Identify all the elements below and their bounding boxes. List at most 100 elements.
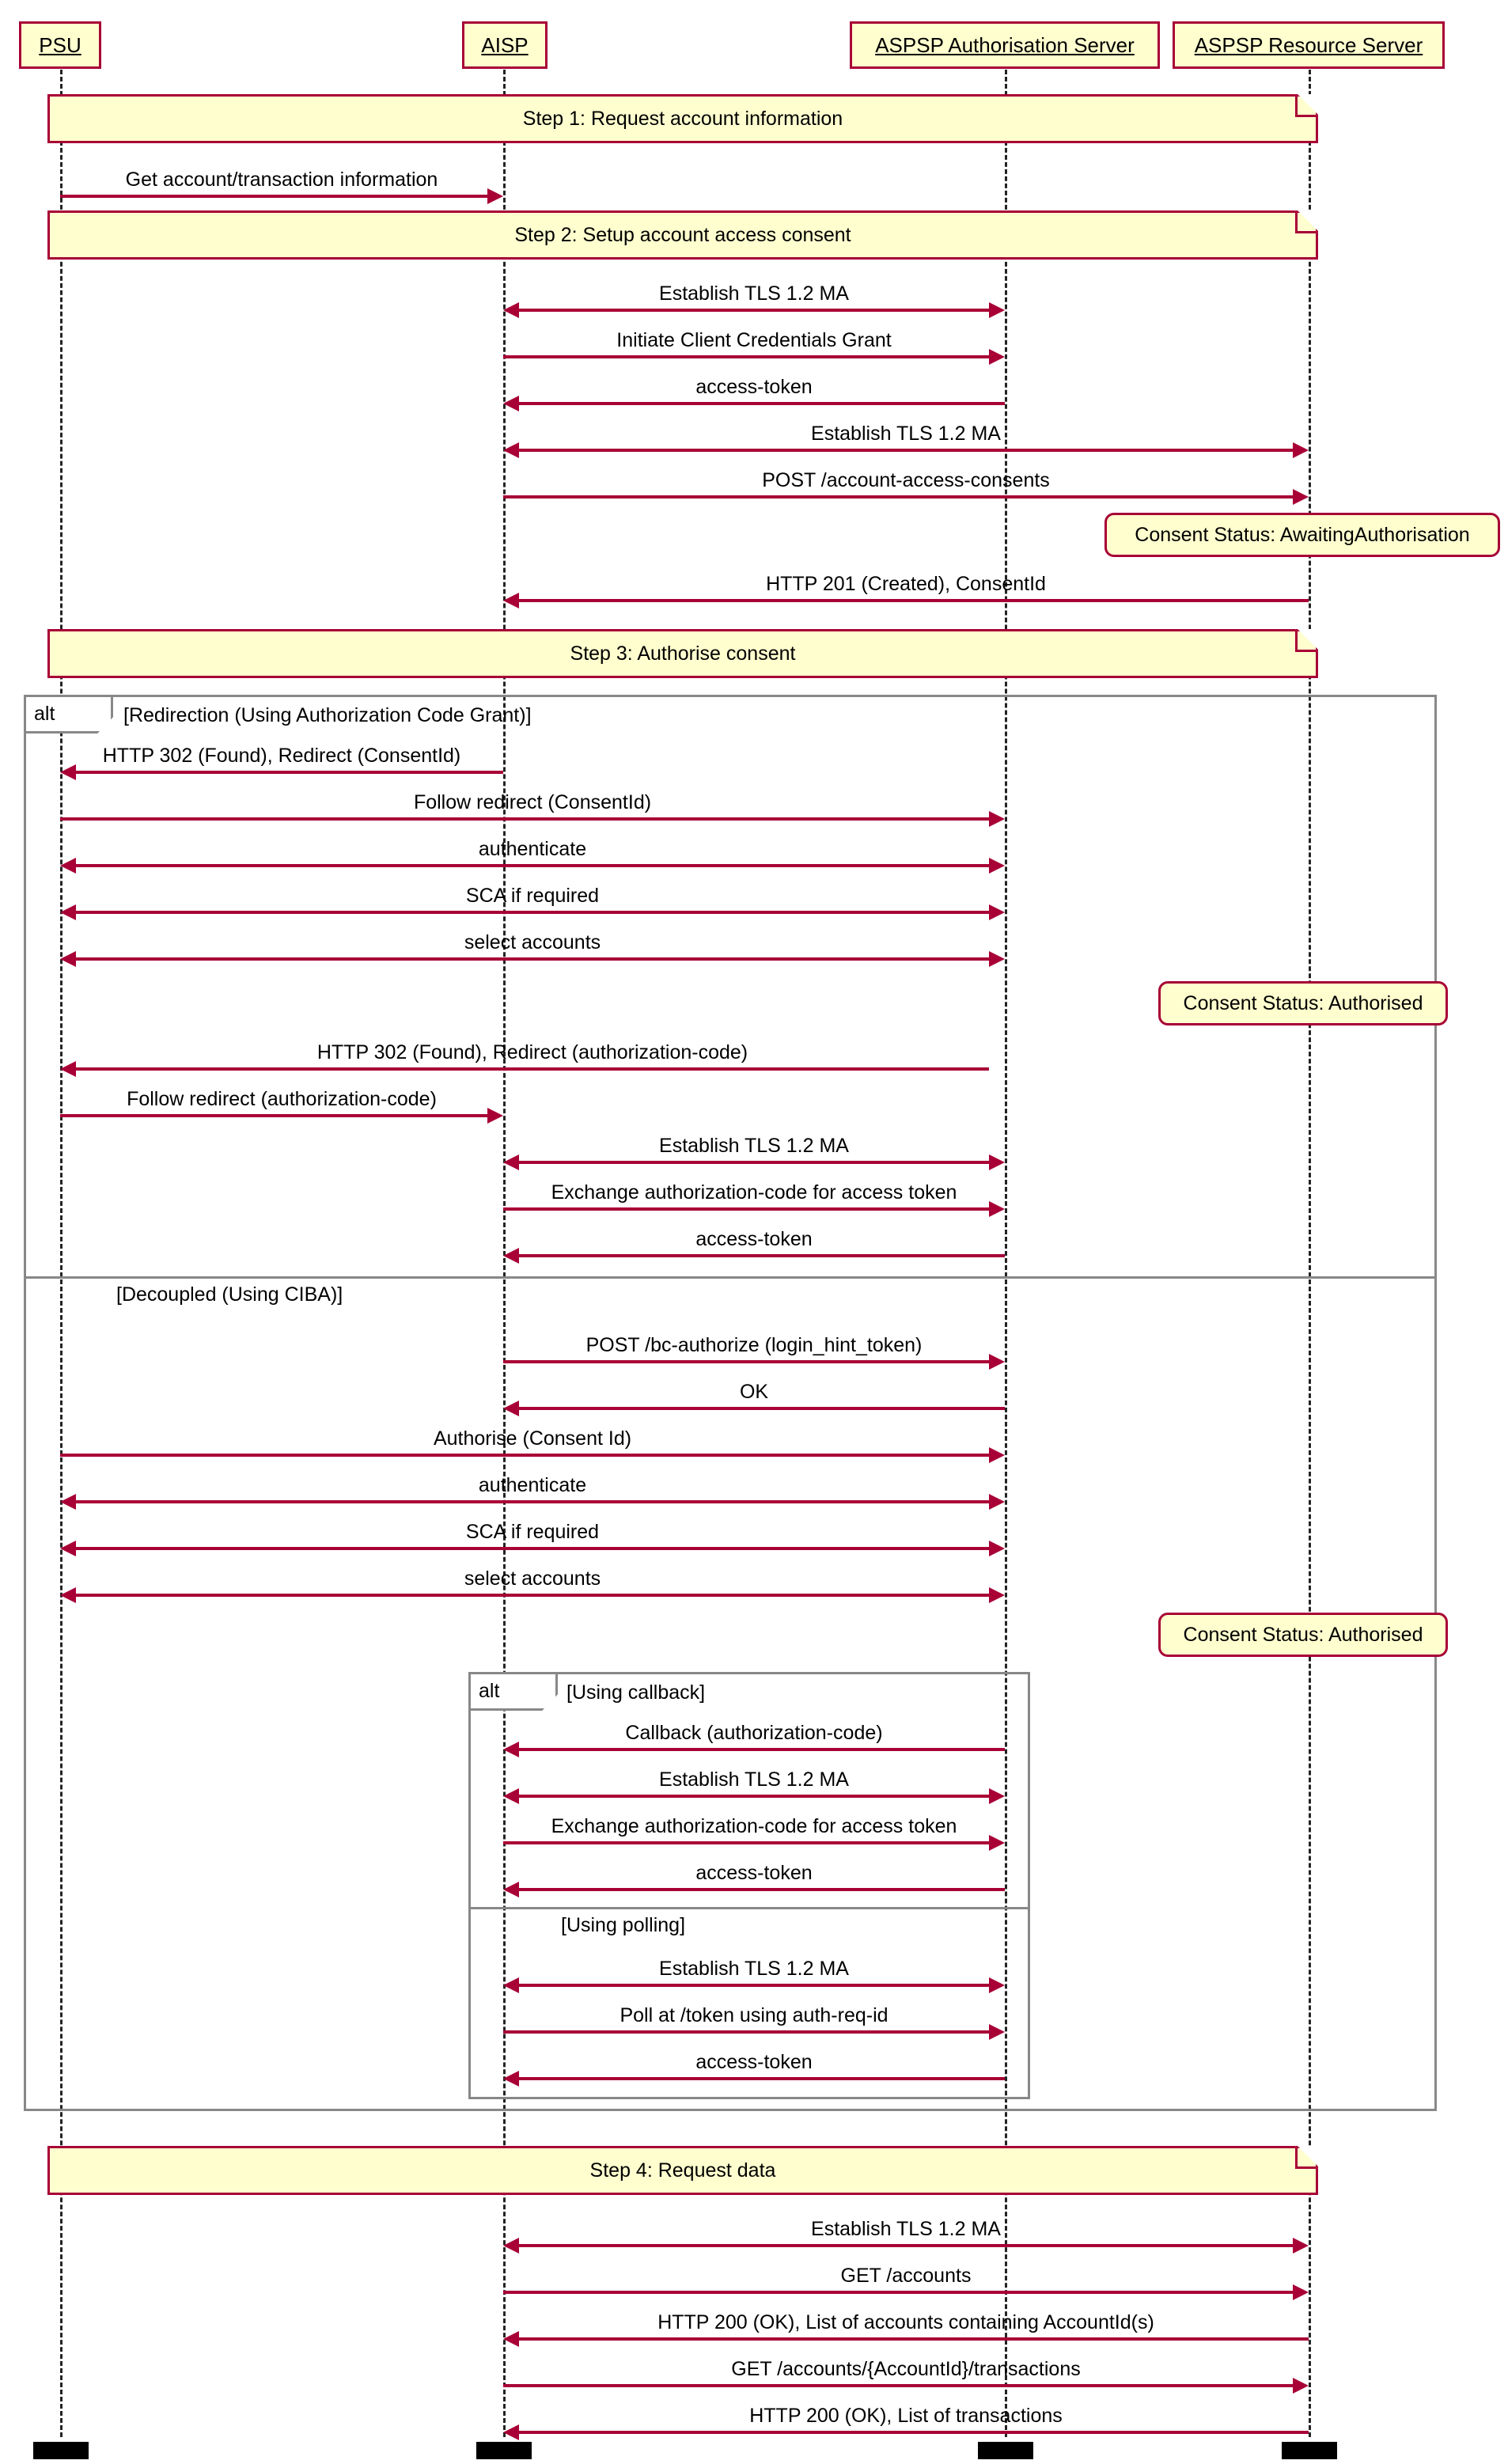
message-arrowhead-m24 [503, 1742, 519, 1757]
message-arrowhead-m14 [487, 1108, 503, 1124]
fragment-alt-outer-divider [24, 1276, 1437, 1279]
message-label-m27: access-token [695, 1862, 813, 1884]
message-arrowhead-m16 [989, 1201, 1005, 1217]
fragment-operator-label: alt [479, 1680, 500, 1702]
message-line-m14 [60, 1114, 487, 1117]
fragment-alt-outer-operator: alt [26, 697, 113, 734]
message-arrowhead-m04 [503, 396, 519, 411]
message-arrowhead-m32 [1293, 2284, 1309, 2300]
message-label-m19: OK [739, 1381, 769, 1403]
message-label-m15: Establish TLS 1.2 MA [659, 1135, 849, 1157]
message-arrowhead-left-m23 [60, 1587, 76, 1603]
message-line-m21 [76, 1500, 989, 1503]
message-arrowhead-m35 [503, 2424, 519, 2440]
step-box-4: Step 4: Request data [47, 2146, 1318, 2195]
step-box-1: Step 1: Request account information [47, 94, 1318, 143]
participant-psu[interactable]: PSU [19, 21, 101, 69]
message-arrowhead-right-m15 [989, 1154, 1005, 1170]
message-label-m10: authenticate [478, 838, 587, 860]
message-arrowhead-left-m31 [503, 2238, 519, 2254]
message-label-m08: HTTP 302 (Found), Redirect (ConsentId) [102, 745, 461, 767]
message-arrowhead-left-m21 [60, 1494, 76, 1510]
message-label-m30: access-token [695, 2051, 813, 2073]
message-arrowhead-left-m05 [503, 442, 519, 458]
step-box-2: Step 2: Setup account access consent [47, 210, 1318, 260]
message-line-m09 [60, 817, 989, 821]
lifeline-terminator-auth [978, 2442, 1033, 2459]
message-line-m23 [76, 1594, 989, 1597]
message-arrowhead-right-m05 [1293, 442, 1309, 458]
lifeline-res [1309, 70, 1311, 2437]
message-line-m16 [503, 1207, 989, 1211]
message-line-m10 [76, 864, 989, 867]
message-label-m32: GET /accounts [840, 2265, 972, 2287]
participant-psu-label: PSU [39, 33, 81, 57]
participant-res-label: ASPSP Resource Server [1194, 33, 1423, 57]
message-line-m12 [76, 957, 989, 961]
message-arrowhead-m01 [487, 188, 503, 204]
message-line-m35 [519, 2431, 1309, 2434]
lifeline-terminator-res [1282, 2442, 1337, 2459]
step-box-3: Step 3: Authorise consent [47, 629, 1318, 678]
fragment-operator-label: alt [34, 703, 55, 725]
message-arrowhead-m17 [503, 1248, 519, 1264]
message-arrowhead-left-m02 [503, 302, 519, 318]
message-line-m20 [60, 1454, 989, 1457]
fragment-alt-inner [468, 1672, 1030, 2099]
message-label-m09: Follow redirect (ConsentId) [413, 791, 652, 813]
message-line-m31 [519, 2244, 1293, 2247]
fragment-alt-inner-divider [468, 1907, 1030, 1909]
message-arrowhead-left-m11 [60, 904, 76, 920]
message-arrowhead-right-m23 [989, 1587, 1005, 1603]
message-label-m33: HTTP 200 (OK), List of accounts containi… [657, 2311, 1154, 2333]
message-label-m28: Establish TLS 1.2 MA [659, 1958, 849, 1980]
fragment-alt-outer-guard-2: [Decoupled (Using CIBA)] [116, 1283, 343, 1306]
message-arrowhead-m06 [1293, 489, 1309, 505]
message-label-m05: Establish TLS 1.2 MA [811, 423, 1001, 445]
message-label-m21: authenticate [478, 1474, 587, 1496]
message-label-m35: HTTP 200 (OK), List of transactions [749, 2405, 1063, 2427]
message-label-m12: select accounts [464, 931, 601, 953]
participant-aspsp-resource-server[interactable]: ASPSP Resource Server [1173, 21, 1445, 69]
message-arrowhead-right-m31 [1293, 2238, 1309, 2254]
message-arrowhead-m03 [989, 349, 1005, 365]
message-label-m01: Get account/transaction information [125, 169, 438, 191]
message-arrowhead-m07 [503, 593, 519, 608]
message-arrowhead-left-m12 [60, 951, 76, 967]
message-label-m17: access-token [695, 1228, 813, 1250]
step-box-4-label: Step 4: Request data [589, 2159, 776, 2182]
message-line-m24 [519, 1748, 1005, 1751]
message-arrowhead-m27 [503, 1882, 519, 1897]
message-label-m31: Establish TLS 1.2 MA [811, 2218, 1001, 2240]
message-label-m29: Poll at /token using auth-req-id [619, 2004, 889, 2026]
message-arrowhead-right-m02 [989, 302, 1005, 318]
message-arrowhead-m30 [503, 2071, 519, 2087]
step-box-3-label: Step 3: Authorise consent [570, 642, 796, 665]
message-line-m32 [503, 2291, 1293, 2294]
message-arrowhead-right-m12 [989, 951, 1005, 967]
step-box-2-label: Step 2: Setup account access consent [514, 223, 851, 246]
message-line-m03 [503, 355, 989, 358]
message-arrowhead-m29 [989, 2024, 1005, 2040]
message-arrowhead-left-m10 [60, 858, 76, 874]
message-line-m06 [503, 495, 1293, 498]
consent-status-note-1: Consent Status: AwaitingAuthorisation [1104, 513, 1500, 557]
fragment-alt-inner-operator: alt [471, 1674, 558, 1711]
message-arrowhead-m20 [989, 1447, 1005, 1463]
message-label-m14: Follow redirect (authorization-code) [127, 1088, 437, 1110]
message-line-m02 [519, 309, 989, 312]
message-label-m03: Initiate Client Credentials Grant [616, 329, 892, 351]
consent-status-note-2: Consent Status: Authorised [1158, 981, 1448, 1025]
message-label-m34: GET /accounts/{AccountId}/transactions [731, 2358, 1081, 2380]
participant-aisp[interactable]: AISP [462, 21, 548, 69]
message-line-m04 [519, 402, 1005, 405]
message-arrowhead-m26 [989, 1835, 1005, 1851]
consent-status-note-2-label: Consent Status: Authorised [1183, 991, 1423, 1014]
message-line-m08 [76, 771, 503, 774]
message-arrowhead-m34 [1293, 2378, 1309, 2394]
participant-auth-label: ASPSP Authorisation Server [875, 33, 1135, 57]
message-label-m16: Exchange authorization-code for access t… [551, 1181, 957, 1204]
message-line-m19 [519, 1407, 1005, 1410]
message-label-m02: Establish TLS 1.2 MA [659, 282, 849, 305]
participant-aspsp-authorisation-server[interactable]: ASPSP Authorisation Server [850, 21, 1160, 69]
